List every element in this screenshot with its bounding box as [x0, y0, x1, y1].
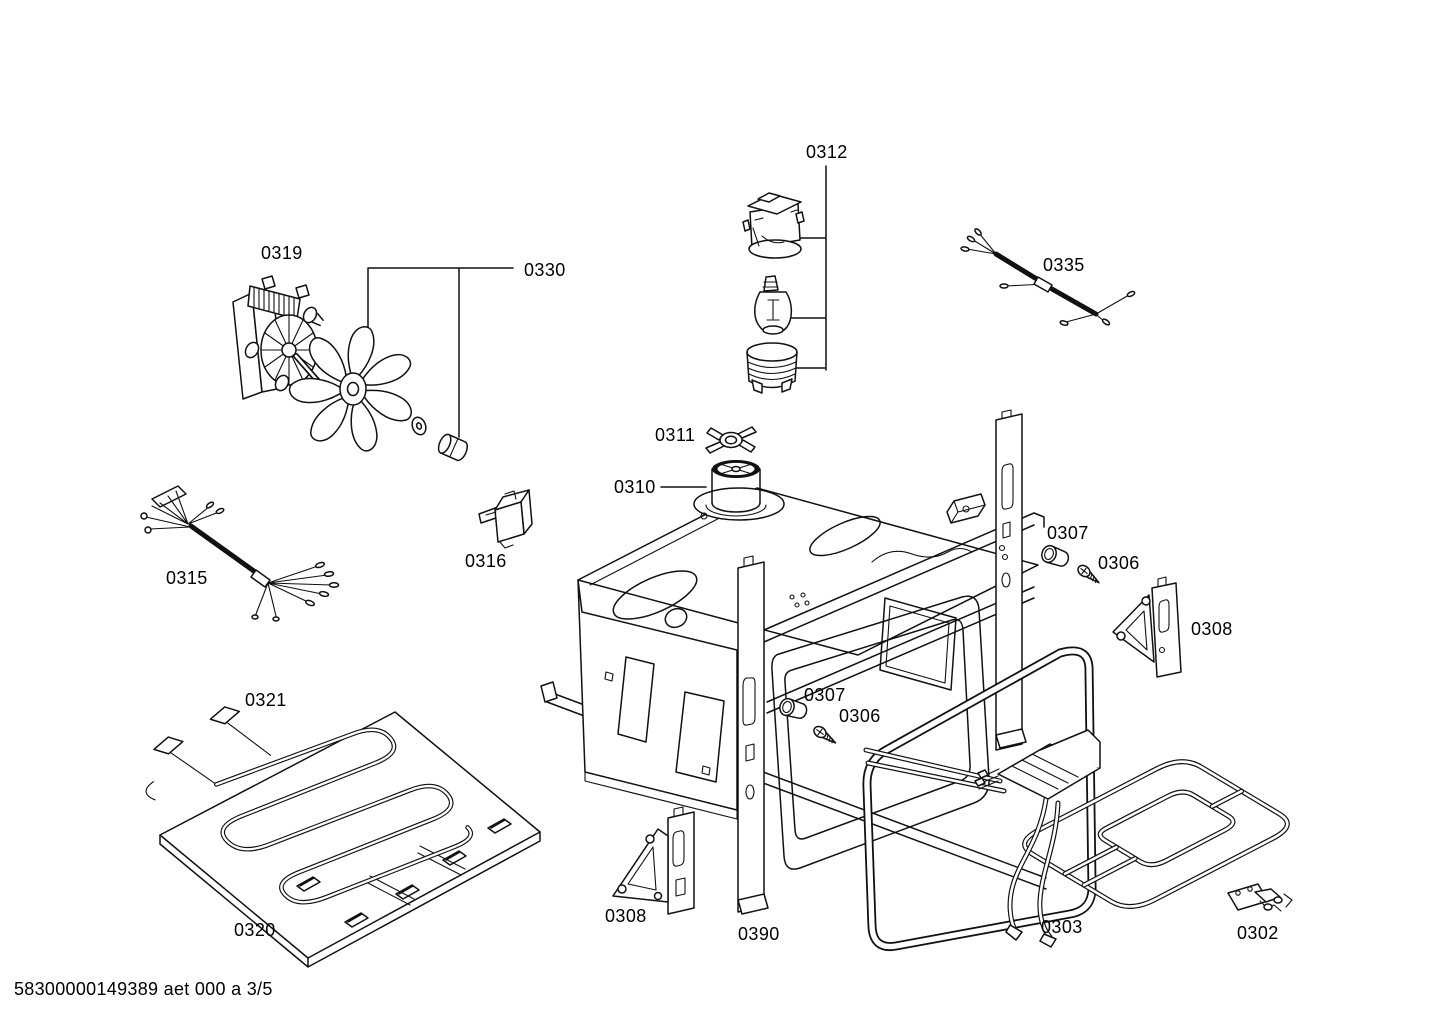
part-label-0306-mid: 0306 — [839, 706, 881, 726]
part-label-0302: 0302 — [1237, 923, 1279, 943]
part-0390-oven-cavity — [577, 409, 1045, 915]
part-0315-wiring-harness — [140, 485, 340, 622]
part-label-0321: 0321 — [245, 690, 287, 710]
part-label-0307-mid: 0307 — [804, 685, 846, 705]
part-label-0310: 0310 — [614, 477, 656, 497]
part-0306-screw-mid — [813, 725, 837, 744]
part-label-0308-bottom: 0308 — [605, 906, 647, 926]
part-0302-latch — [1227, 883, 1293, 912]
part-label-0306-right: 0306 — [1098, 553, 1140, 573]
part-label-0319: 0319 — [261, 243, 303, 263]
part-0320-base-plate — [159, 711, 541, 968]
part-label-0320: 0320 — [234, 920, 276, 940]
lamp-socket — [742, 192, 805, 259]
part-0330-fan-blade — [287, 324, 468, 462]
part-0330-nut — [437, 433, 468, 462]
part-label-0315: 0315 — [166, 568, 208, 588]
part-0308-bracket-bottom — [612, 806, 695, 915]
part-label-0335: 0335 — [1043, 255, 1085, 275]
part-0321-heating-element — [112, 664, 487, 927]
part-0312-lamp-assembly — [742, 192, 805, 394]
vent-collar — [693, 487, 785, 521]
part-0316-switch — [478, 489, 533, 549]
lamp-bulb — [754, 275, 793, 335]
part-label-0303: 0303 — [1041, 917, 1083, 937]
document-reference-code: 58300000149389 aet 000 a 3/5 — [14, 979, 273, 999]
part-0303-grill-element — [863, 729, 1298, 948]
part-0310-vent-cylinder — [705, 460, 767, 517]
part-0311-clip — [705, 426, 757, 454]
door-frame-loop — [862, 646, 1097, 952]
part-label-0316: 0316 — [465, 551, 507, 571]
part-0335-wiring-harness — [960, 228, 1136, 326]
part-0307-bushing-right — [1041, 544, 1070, 567]
part-0319-fan-motor — [232, 275, 334, 400]
part-0307-bushing-mid — [779, 697, 808, 719]
part-0330-washer — [411, 416, 427, 436]
part-label-0390: 0390 — [738, 924, 780, 944]
part-label-0330: 0330 — [524, 260, 566, 280]
grill-connector-block — [974, 729, 1101, 800]
part-label-0308-right: 0308 — [1191, 619, 1233, 639]
part-0308-bracket-right — [1112, 576, 1182, 678]
leader-lines — [367, 165, 827, 488]
part-label-0312: 0312 — [806, 142, 848, 162]
part-label-0311: 0311 — [655, 425, 696, 445]
part-0306-screw-right — [1077, 564, 1100, 584]
part-label-0307-right: 0307 — [1047, 523, 1089, 543]
lamp-cover — [746, 342, 798, 394]
